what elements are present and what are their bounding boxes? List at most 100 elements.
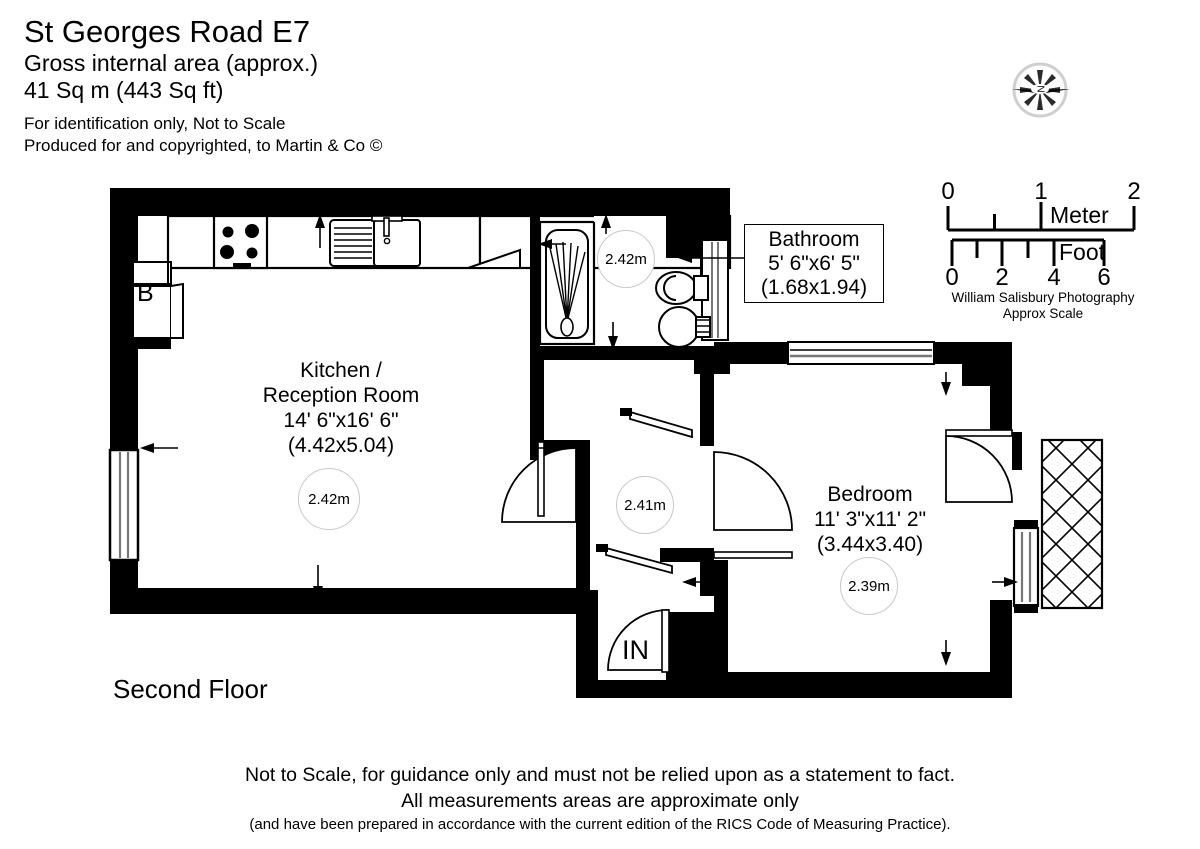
hob-controls — [233, 263, 251, 267]
page-title: St Georges Road E7 — [24, 14, 311, 49]
wall-hall-bottom-right — [660, 548, 714, 562]
kitchen-name-line-2: Reception Room — [262, 384, 420, 407]
compass-north-letter: N — [1035, 85, 1046, 92]
sink-drainer-grooves — [334, 227, 372, 259]
sink-plug — [383, 237, 391, 245]
wall-bathroom-left — [530, 216, 540, 346]
toilet-seat-inner — [663, 275, 677, 301]
sink-icon — [329, 219, 421, 267]
meter-tick-1: 1 — [1034, 178, 1048, 205]
wall-bedroom-notch — [962, 364, 1012, 386]
wall-kitchen-left-lower — [110, 560, 138, 610]
meter-tick-0: 0 — [941, 178, 955, 205]
hob-burner — [222, 226, 234, 238]
wall-bedroom-right-lower — [990, 600, 1012, 688]
kitchen-metric-size: (4.42x5.04) — [287, 434, 395, 457]
wall-bedroom-top-right — [930, 342, 1012, 364]
wall-bathroom-topright — [666, 216, 730, 258]
balcony-hatch — [1040, 438, 1104, 610]
kitchen-imperial-size: 14' 6"x16' 6" — [283, 409, 399, 432]
bedroom-metric-size: (3.44x3.40) — [816, 533, 924, 556]
room-label-bedroom: Bedroom 11' 3"x11' 2" (3.44x3.40) — [750, 482, 990, 557]
meter-unit-label: Meter — [1050, 202, 1109, 228]
toilet-cistern — [693, 275, 709, 301]
bathroom-door-frame — [701, 239, 729, 341]
bathroom-metric-size: (1.68x1.94) — [760, 276, 868, 299]
worktop-end-chamfer — [467, 248, 521, 269]
meter-tick-2: 2 — [1127, 178, 1141, 205]
wall-bathroom-right-upper — [700, 258, 710, 278]
balcony-door-sill — [1014, 604, 1038, 613]
header-notes: For identification only, Not to Scale Pr… — [24, 113, 664, 157]
kitchen-name-line-1: Kitchen / — [300, 359, 382, 382]
door-bathroom-hall — [629, 410, 693, 439]
boiler-door — [170, 282, 184, 339]
shower-spray-lines — [549, 241, 586, 323]
wall-entrance-right — [666, 612, 714, 696]
wall-entrance-bottom — [576, 680, 714, 698]
hob-icon — [212, 214, 269, 270]
wall-kitchen-bottom — [110, 588, 580, 614]
ceiling-height-bathroom: 2.42m — [597, 230, 655, 288]
floor-level-label: Second Floor — [113, 674, 268, 704]
approx-scale-credit: Approx Scale — [1002, 306, 1084, 321]
wall-bathroom-bottomright — [694, 346, 730, 374]
bathroom-floor-top — [594, 216, 700, 222]
copyright-note: Produced for and copyrighted, to Martin … — [24, 136, 383, 155]
hob-burner — [245, 224, 259, 238]
wall-bedroom-right-upper — [990, 364, 1012, 432]
disclaimer-line-3: (and have been prepared in accordance wi… — [249, 816, 951, 833]
foot-tick-0: 0 — [945, 264, 959, 291]
identification-note: For identification only, Not to Scale — [24, 114, 286, 133]
bathroom-imperial-size: 5' 6"x6' 5" — [768, 252, 860, 275]
bathroom-name: Bathroom — [768, 228, 860, 251]
ceiling-height-bedroom: 2.39m — [840, 557, 898, 615]
foot-tick-2: 2 — [995, 264, 1009, 291]
wall-hall-right-upper — [700, 360, 714, 446]
wall-bedroom-top-left — [714, 342, 804, 364]
header-block: St Georges Road E7 Gross internal area (… — [24, 14, 664, 157]
window-bedroom-top — [787, 341, 935, 365]
door-entrance-leaf — [661, 609, 670, 673]
ceiling-height-hallway: 2.41m — [616, 476, 674, 534]
boiler-cupboard-label: B — [137, 279, 154, 307]
ceiling-height-kitchen: 2.42m — [298, 468, 360, 530]
room-label-kitchen: Kitchen / Reception Room 14' 6"x16' 6" (… — [213, 358, 469, 458]
photographer-credit: William Salisbury Photography — [951, 290, 1135, 305]
sink-tap — [383, 217, 390, 237]
gross-area-label: Gross internal area (approx.) — [24, 50, 319, 76]
door-balcony-leaf — [945, 429, 1013, 437]
gross-area-value: 41 Sq m (443 Sq ft) — [24, 77, 224, 103]
wall-entrance-left — [576, 590, 598, 696]
bath-shower-icon — [538, 220, 596, 346]
balcony-door-head — [1014, 520, 1038, 529]
door-hall-kitchen-leaf — [537, 441, 545, 517]
boiler-base — [133, 338, 171, 349]
foot-tick-6: 6 — [1097, 264, 1111, 291]
wall-hall-left-upper — [530, 360, 544, 460]
wall-balcony-head — [1012, 432, 1022, 470]
door-hall-kitchen-swing — [501, 447, 577, 523]
basin-taps — [696, 319, 709, 333]
basin-pedestal — [695, 316, 711, 338]
wall-bedroom-left-lower — [714, 560, 728, 680]
footer-disclaimer: Not to Scale, for guidance only and must… — [0, 762, 1200, 836]
sink-tap-base — [371, 215, 403, 222]
foot-unit-label: Foot — [1059, 239, 1106, 265]
entrance-label: IN — [622, 635, 649, 665]
bath-drain — [560, 317, 574, 337]
wall-bedroom-bottom — [714, 672, 1012, 698]
scale-bar: 0 1 2 Meter 0 2 4 6 Foot William Salisbu… — [938, 178, 1148, 322]
window-kitchen-left — [108, 448, 140, 562]
wall-hall-bottomledge — [530, 440, 590, 460]
basin-icon — [658, 306, 700, 348]
bedroom-imperial-size: 11' 3"x11' 2" — [813, 508, 927, 531]
compass-rose-icon: N — [1008, 58, 1072, 122]
wall-kitchen-left-upper — [110, 188, 138, 450]
wall-kitchen-top — [110, 188, 730, 216]
door-hall-lower-jamb — [596, 544, 608, 552]
wall-bathroom-bottom — [530, 346, 710, 360]
sink-bowl — [373, 219, 421, 267]
disclaimer-line-2: All measurements areas are approximate o… — [401, 790, 799, 812]
disclaimer-line-1: Not to Scale, for guidance only and must… — [244, 764, 955, 786]
